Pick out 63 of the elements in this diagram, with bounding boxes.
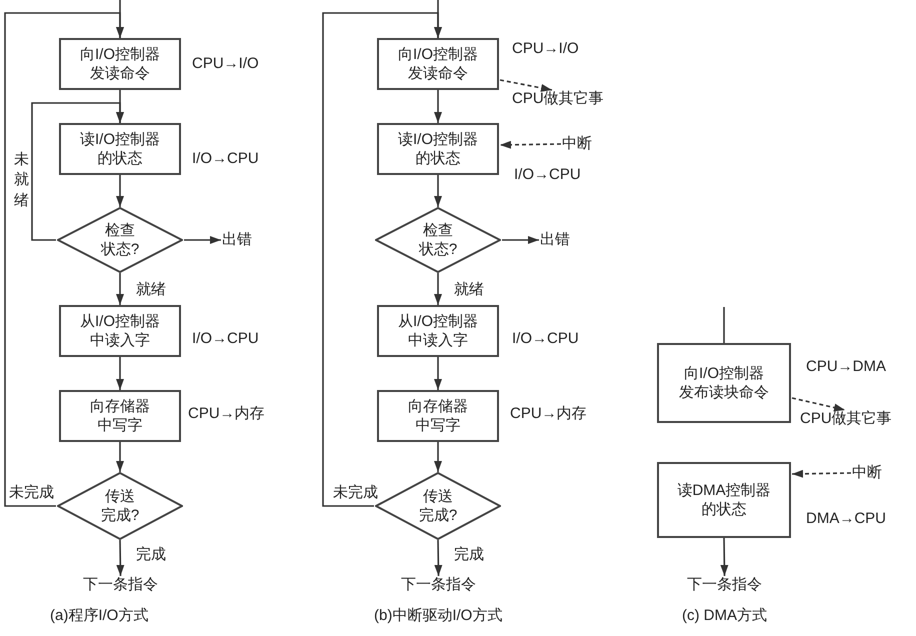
transfer-note: I/O→CPU	[512, 330, 579, 348]
transfer-note: CPU→DMA	[806, 358, 886, 376]
transfer-note: CPU→内存	[188, 405, 265, 423]
edge-label: 未完成	[333, 484, 378, 502]
transfer-note: CPU→I/O	[512, 40, 579, 58]
flow-text: 出错	[222, 231, 252, 249]
arrow	[31, 102, 124, 241]
flow-text: CPU做其它事	[512, 90, 604, 108]
arrow	[4, 12, 124, 507]
dashed-arrow	[792, 470, 852, 478]
process-box: 从I/O控制器中读入字	[377, 305, 499, 357]
flow-text: CPU做其它事	[800, 410, 892, 428]
edge-label: 完成	[136, 546, 166, 564]
process-box: 向I/O控制器发读命令	[377, 38, 499, 90]
transfer-note: DMA→CPU	[806, 510, 886, 528]
edge-label: 未完成	[9, 484, 54, 502]
dashed-arrow	[500, 140, 562, 149]
connector-line	[723, 307, 725, 343]
process-box: 向存储器中写字	[377, 390, 499, 442]
arrow	[434, 357, 442, 390]
decision-diamond: 检查状态?	[375, 207, 501, 273]
decision-diamond: 检查状态?	[57, 207, 183, 273]
transfer-note: CPU→I/O	[192, 55, 259, 73]
arrow	[184, 236, 221, 244]
transfer-note: I/O→CPU	[192, 330, 259, 348]
flow-text: 下一条指令	[401, 576, 476, 594]
arrow	[322, 12, 442, 507]
arrow	[434, 90, 442, 123]
arrow	[434, 540, 442, 576]
arrow	[720, 538, 728, 576]
arrow	[434, 175, 442, 207]
caption: (b)中断驱动I/O方式	[374, 607, 502, 625]
transfer-note: CPU→内存	[510, 405, 587, 423]
flow-text: 中断	[852, 464, 882, 482]
caption: (c) DMA方式	[682, 607, 767, 625]
flow-text: 出错	[540, 231, 570, 249]
dashed-arrow	[792, 397, 846, 412]
process-box: 读I/O控制器的状态	[377, 123, 499, 175]
process-box: 向存储器中写字	[59, 390, 181, 442]
process-box: 读DMA控制器的状态	[657, 462, 791, 538]
process-box: 向I/O控制器发布读块命令	[657, 343, 791, 423]
process-box: 从I/O控制器中读入字	[59, 305, 181, 357]
arrow	[116, 540, 124, 576]
flow-text: 中断	[562, 135, 592, 153]
arrow	[434, 273, 442, 305]
process-box: 向I/O控制器发读命令	[59, 38, 181, 90]
arrow	[116, 175, 124, 207]
flow-text: 下一条指令	[687, 576, 762, 594]
dashed-arrow	[500, 79, 552, 92]
arrow	[434, 442, 442, 472]
transfer-note: I/O→CPU	[514, 166, 581, 184]
transfer-note: I/O→CPU	[192, 150, 259, 168]
arrow	[116, 442, 124, 472]
arrow	[502, 236, 539, 244]
flow-text: 下一条指令	[83, 576, 158, 594]
edge-label: 就绪	[136, 281, 166, 299]
edge-label: 完成	[454, 546, 484, 564]
arrow	[116, 273, 124, 305]
arrow	[116, 357, 124, 390]
decision-diamond: 传送完成?	[57, 472, 183, 540]
edge-label: 就绪	[454, 281, 484, 299]
caption: (a)程序I/O方式	[50, 607, 148, 625]
process-box: 读I/O控制器的状态	[59, 123, 181, 175]
